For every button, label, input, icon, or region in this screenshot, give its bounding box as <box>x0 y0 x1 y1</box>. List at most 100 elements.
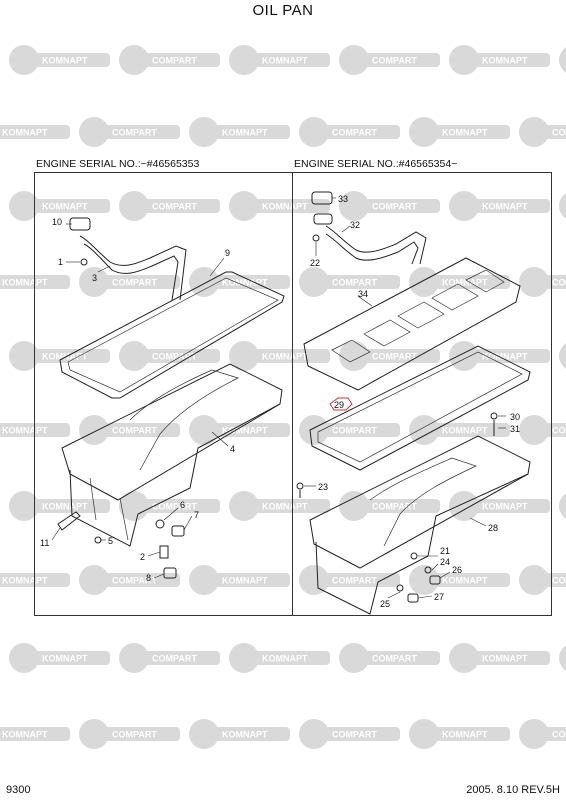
watermark-logo: KOMNAPT <box>229 45 330 75</box>
callout-29: 29 <box>334 400 344 410</box>
svg-text:COMPART: COMPART <box>112 128 157 138</box>
watermark-logo: KOMNAPT <box>0 727 70 741</box>
watermark-logo: COMPART <box>119 191 220 221</box>
callout-32: 32 <box>350 220 360 230</box>
callout-11: 11 <box>40 538 49 548</box>
callout-30: 30 <box>510 412 520 422</box>
callout-1: 1 <box>58 257 63 267</box>
oil-pickup-tube-left <box>66 217 187 301</box>
svg-text:KOMNAPT: KOMNAPT <box>482 502 528 512</box>
svg-text:COMPART: COMPART <box>112 730 157 740</box>
svg-text:KOMNAPT: KOMNAPT <box>42 654 88 664</box>
svg-text:KOMNAPT: KOMNAPT <box>42 202 88 212</box>
watermark-logo: COMPART <box>79 719 180 749</box>
callout-3: 3 <box>92 273 97 283</box>
svg-text:KOMNAPT: KOMNAPT <box>222 278 268 288</box>
svg-text:COMPART: COMPART <box>332 426 377 436</box>
callout-26: 26 <box>452 565 462 575</box>
watermark-logo: KOMNAPT <box>229 491 330 521</box>
watermark-logo: COMPART <box>559 493 566 519</box>
watermark-logo: KOMNAPT <box>9 491 110 521</box>
callout-9: 9 <box>225 248 230 258</box>
watermark-logo: COMPART <box>119 643 220 673</box>
svg-text:COMPART: COMPART <box>552 278 566 288</box>
watermark-logo: KOMNAPT <box>449 191 550 221</box>
small-parts-left <box>57 511 185 579</box>
watermark-logo: KOMNAPT <box>9 341 110 371</box>
callout-22: 22 <box>310 258 320 268</box>
callout-34: 34 <box>358 289 368 299</box>
svg-text:COMPART: COMPART <box>152 502 197 512</box>
svg-text:KOMNAPT: KOMNAPT <box>222 576 268 586</box>
svg-text:KOMNAPT: KOMNAPT <box>442 730 488 740</box>
watermark-logo: COMPART <box>519 565 566 595</box>
watermark-logo: COMPART <box>519 117 566 147</box>
page-title: OIL PAN <box>252 2 314 19</box>
callout-21: 21 <box>440 546 450 556</box>
svg-text:COMPART: COMPART <box>152 352 197 362</box>
oil-pan-gasket-left <box>59 271 285 399</box>
diagram-frame <box>34 172 552 616</box>
svg-text:KOMNAPT: KOMNAPT <box>482 56 528 66</box>
watermark-logo: COMPART <box>339 491 440 521</box>
svg-text:KOMNAPT: KOMNAPT <box>442 426 488 436</box>
svg-text:COMPART: COMPART <box>152 654 197 664</box>
svg-text:KOMNAPT: KOMNAPT <box>2 426 48 436</box>
svg-text:COMPART: COMPART <box>552 576 566 586</box>
watermark-logo: COMPART <box>299 117 400 147</box>
oil-pan-left <box>61 363 283 547</box>
svg-text:COMPART: COMPART <box>552 128 566 138</box>
watermark-logo: KOMNAPT <box>409 415 510 445</box>
watermark-logo: COMPART <box>559 645 566 671</box>
svg-text:COMPART: COMPART <box>332 278 377 288</box>
svg-text:KOMNAPT: KOMNAPT <box>222 426 268 436</box>
callout-labels: 10 9 1 3 4 6 7 11 5 2 8 33 32 22 34 29 3… <box>40 194 520 609</box>
right-serial-label: ENGINE SERIAL NO.:#46565354~ <box>294 158 458 170</box>
svg-text:KOMNAPT: KOMNAPT <box>2 576 48 586</box>
watermark-logo: COMPART <box>559 343 566 369</box>
watermark-logo: KOMNAPT <box>409 719 510 749</box>
stiffener-plate-right <box>303 257 521 391</box>
frame-divider <box>292 172 293 616</box>
watermark-logo: KOMNAPT <box>189 719 290 749</box>
watermark-logo: COMPART <box>79 565 180 595</box>
svg-text:COMPART: COMPART <box>152 202 197 212</box>
svg-text:KOMNAPT: KOMNAPT <box>262 56 308 66</box>
callout-27: 27 <box>434 592 444 602</box>
watermark-logo: COMPART <box>339 45 440 75</box>
watermark-logo: COMPART <box>339 341 440 371</box>
watermark-logo: KOMNAPT <box>9 643 110 673</box>
watermark-logo: KOMNAPT <box>229 191 330 221</box>
watermark-logo: COMPART <box>299 565 400 595</box>
svg-text:COMPART: COMPART <box>332 576 377 586</box>
watermark-logo: COMPART <box>79 117 180 147</box>
callout-25: 25 <box>380 599 390 609</box>
svg-text:COMPART: COMPART <box>332 128 377 138</box>
svg-text:COMPART: COMPART <box>372 502 417 512</box>
small-parts-right <box>296 412 498 603</box>
svg-text:KOMNAPT: KOMNAPT <box>442 278 488 288</box>
callout-33: 33 <box>338 194 348 204</box>
callout-8: 8 <box>146 573 151 583</box>
watermark-logo: COMPART <box>519 267 566 297</box>
callout-5: 5 <box>108 536 113 546</box>
leader-lines-left <box>51 257 229 579</box>
callout-23: 23 <box>318 482 328 492</box>
callout-7: 7 <box>194 510 199 520</box>
revision-date: 2005. 8.10 REV.5H <box>466 784 560 796</box>
leader-lines-right <box>304 197 506 599</box>
watermark-logo: KOMNAPT <box>449 45 550 75</box>
svg-text:KOMNAPT: KOMNAPT <box>2 278 48 288</box>
watermark-logo: COMPART <box>519 415 566 445</box>
svg-text:KOMNAPT: KOMNAPT <box>222 730 268 740</box>
svg-text:KOMNAPT: KOMNAPT <box>42 502 88 512</box>
watermark-logo: KOMNAPT <box>229 643 330 673</box>
svg-text:COMPART: COMPART <box>372 654 417 664</box>
watermark-logo: COMPART <box>79 267 180 297</box>
oil-pan-gasket-right <box>309 345 531 471</box>
callout-10: 10 <box>52 217 62 227</box>
oil-pan-right <box>309 435 531 615</box>
svg-text:KOMNAPT: KOMNAPT <box>482 352 528 362</box>
